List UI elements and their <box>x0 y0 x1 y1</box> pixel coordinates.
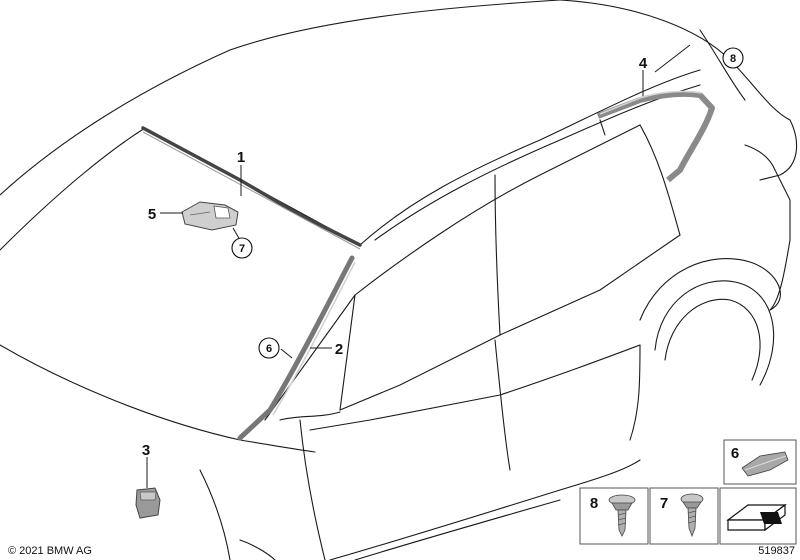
callout-1: 1 <box>237 149 245 166</box>
trim-clip-icon <box>741 451 789 477</box>
callout-8: 8 <box>730 53 736 65</box>
callout-2: 2 <box>335 341 343 358</box>
callout-7: 7 <box>239 243 245 255</box>
adhesive-tape-icon <box>726 503 787 532</box>
inset-panel: 6 8 7 <box>579 439 797 545</box>
rear-window-trim <box>596 90 715 183</box>
retaining-clip <box>135 487 161 519</box>
screw-7-icon <box>680 493 704 538</box>
screw-8-icon <box>608 494 636 537</box>
leader-lines <box>146 44 736 488</box>
inset-label-8: 8 <box>590 495 598 512</box>
callout-8-circle <box>722 47 744 69</box>
a-pillar-trim <box>237 255 355 441</box>
callout-6-circle <box>258 337 280 359</box>
diagram-number: 519837 <box>758 545 795 557</box>
callout-5: 5 <box>148 206 156 223</box>
callout-6: 6 <box>266 343 272 355</box>
windshield-seal-strip <box>141 126 362 247</box>
callout-3: 3 <box>142 442 150 459</box>
callout-7-circle <box>231 237 253 259</box>
inset-label-7: 7 <box>660 495 668 512</box>
inset-label-6: 6 <box>731 445 739 462</box>
copyright-text: © 2021 BMW AG <box>8 545 92 557</box>
sensor-housing <box>181 201 239 231</box>
callout-4: 4 <box>639 55 648 72</box>
